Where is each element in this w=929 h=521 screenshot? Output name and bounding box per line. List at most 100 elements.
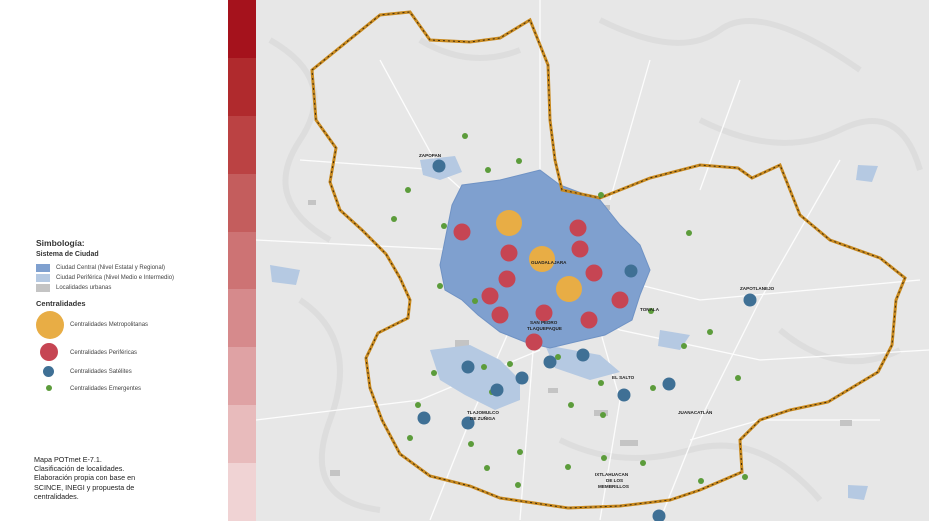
map-caption: Mapa POTmet E-7.1. Clasificación de loca… [34,455,194,501]
emergent-centrality [484,465,490,471]
ramp-segment [228,231,256,290]
label-guadalajara: GUADALAJARA [531,260,567,265]
peripheral-centrality [491,306,509,324]
label-tlajomulco: TLAJOMULCO [467,410,499,415]
satellite-centrality [662,377,676,391]
peripheral-centrality [453,223,471,241]
satellite-centrality [624,264,638,278]
metropolitan-boundary [310,10,907,510]
peripheral-centrality [580,311,598,329]
emergent-centrality [407,435,413,441]
legend-satellite-circle [43,366,54,377]
peripheral-centrality [535,304,553,322]
peripheral-city-area [270,265,300,285]
urban-locality [548,388,558,393]
legend-section-city: Sistema de Ciudad [36,251,99,258]
peripheral-city-area [848,485,868,500]
legend-title: Simbología: [36,238,85,248]
emergent-centrality [565,464,571,470]
legend-item-emergentes: Centralidades Emergentes [70,386,142,392]
peripheral-centrality [611,291,629,309]
ramp-segment [228,0,256,58]
ramp-segment [228,173,256,232]
label-zapotlanejo: ZAPOTLANEJO [740,286,775,291]
legend-item-ciudad-central: Ciudad Central (Nivel Estatal y Regional… [56,265,166,271]
peripheral-centrality [481,287,499,305]
emergent-centrality [735,375,741,381]
peripheral-centrality [585,264,603,282]
peripheral-centrality [498,270,516,288]
emergent-centrality [517,449,523,455]
emergent-centrality [650,385,656,391]
label-juanacatlan: JUANACATLÁN [678,409,713,415]
label-tonala: TONALA [640,307,660,312]
satellite-centrality [461,416,475,430]
emergent-centrality [686,230,692,236]
peripheral-centrality [500,244,518,262]
urban-locality [620,440,638,446]
label-san-pedro: SAN PEDRO [530,320,558,325]
emergent-centrality [415,402,421,408]
satellite-centrality [576,348,590,362]
legend-item-perifericas: Centralidades Periféricas [70,350,138,356]
label-de-los: DE LOS [606,478,623,483]
swatch-ciudad-central [36,264,50,272]
ramp-segment [228,405,256,463]
urban-locality [330,470,340,476]
ramp-segment [228,347,256,406]
ramp-segment [228,57,256,116]
ramp-segment [228,289,256,348]
peripheral-centrality [569,219,587,237]
satellite-centrality [743,293,757,307]
emergent-centrality [707,329,713,335]
emergent-centrality [462,133,468,139]
map-svg: ZAPOPAN GUADALAJARA ZAPOTLANEJO TONALA S… [256,0,929,521]
label-membrillos: MEMBRILLOS [598,484,629,489]
emergent-centrality [472,298,478,304]
satellite-centrality [490,383,504,397]
label-zapopan: ZAPOPAN [419,153,442,158]
emergent-centrality [431,370,437,376]
peripheral-centrality [571,240,589,258]
peripheral-centrality [525,333,543,351]
metropolitan-centrality [529,246,555,272]
legend-metropolitan-circle [36,311,64,339]
emergent-centrality [600,412,606,418]
emergent-centrality [598,192,604,198]
color-ramp-bar [228,0,256,521]
caption-line: Clasificación de localidades. [34,464,125,474]
emergent-centrality [555,354,561,360]
satellite-centrality [543,355,557,369]
emergent-centrality [507,361,513,367]
urban-locality [308,200,316,205]
legend-peripheral-circle [40,343,58,361]
caption-line: Mapa POTmet E-7.1. [34,455,102,464]
label-de-zuniga: DE ZUÑIGA [470,415,496,421]
swatch-localidades-urbanas [36,284,50,292]
map-view[interactable]: ZAPOPAN GUADALAJARA ZAPOTLANEJO TONALA S… [256,0,929,521]
emergent-centrality [640,460,646,466]
legend-panel: Simbología: Sistema de Ciudad Ciudad Cen… [0,0,228,521]
emergent-centrality [441,223,447,229]
emergent-centrality [681,343,687,349]
emergent-centrality [742,474,748,480]
urban-locality [840,420,852,426]
metropolitan-centrality [556,276,582,302]
peripheral-city-area [856,165,878,182]
legend-item-satelites: Centralidades Satélites [70,369,132,375]
emergent-centrality [391,216,397,222]
emergent-centrality [515,482,521,488]
emergent-centrality [468,441,474,447]
caption-line: Elaboración propia con base en [34,473,136,483]
ramp-segment [228,463,256,521]
legend-item-localidades-urbanas: Localidades urbanas [56,285,112,291]
emergent-centrality [568,402,574,408]
label-ixtlahuacan: IXTLAHUACAN [595,472,629,477]
emergent-centrality [648,308,654,314]
legend-item-ciudad-periferica: Ciudad Periférica (Nivel Medio e Interme… [56,275,175,281]
satellite-centrality [617,388,631,402]
satellite-centrality [652,509,666,521]
emergent-centrality [485,167,491,173]
swatch-ciudad-periferica [36,274,50,282]
caption-line: centralidades. [34,491,79,501]
